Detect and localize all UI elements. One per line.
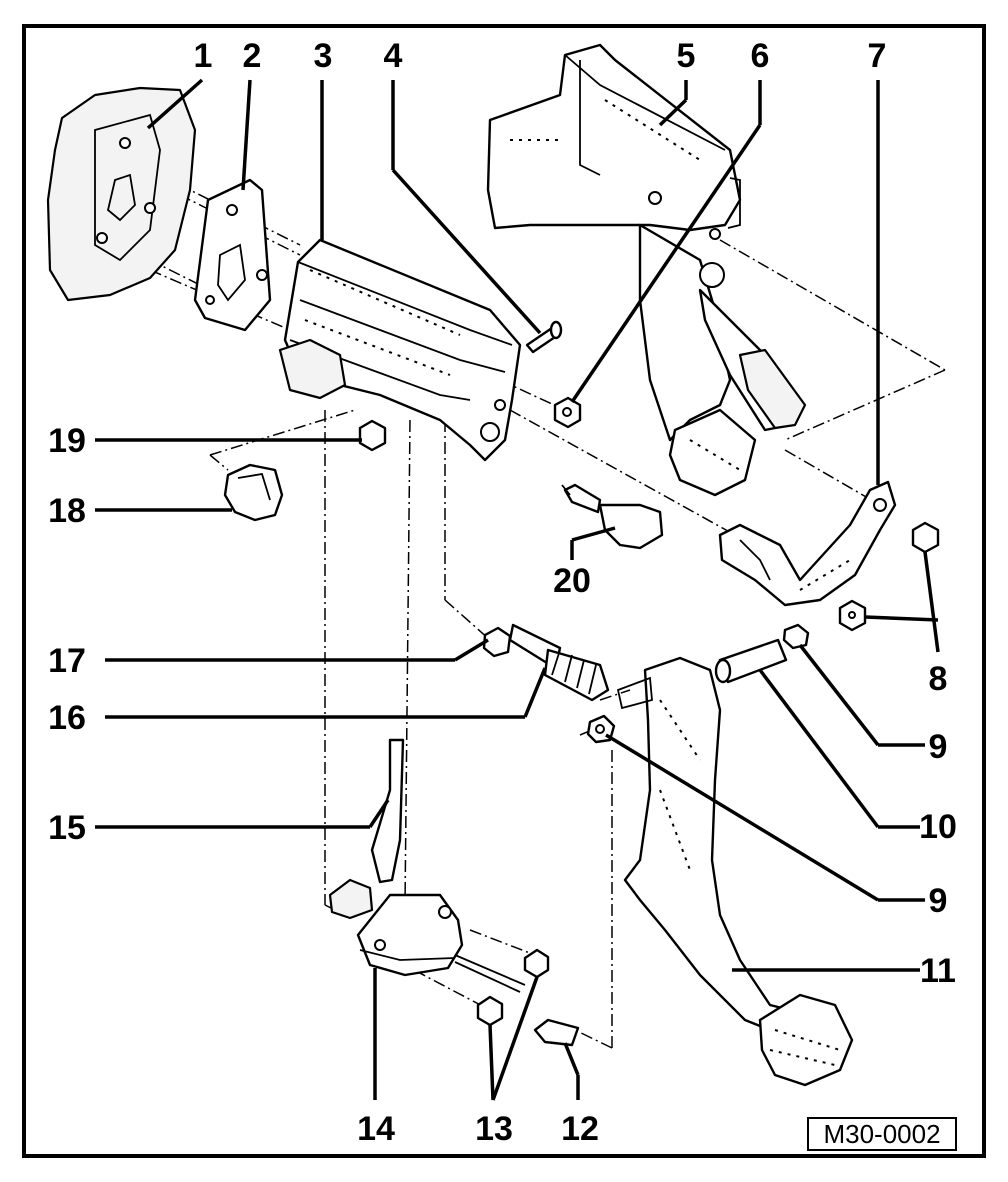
- clip-part: [223, 463, 284, 522]
- callout-9-upper: 9: [929, 728, 948, 766]
- reference-code-box: M30-0002: [807, 1117, 957, 1151]
- bushing-9-part: [586, 623, 810, 744]
- pedal-bracket-arm-part: [718, 480, 897, 607]
- callout-17: 17: [48, 642, 86, 680]
- bolt-part: [525, 320, 563, 354]
- callout-10: 10: [919, 808, 957, 846]
- diagram-frame: [22, 24, 986, 1158]
- callout-3: 3: [314, 37, 333, 75]
- stop-pad-part: [533, 1018, 580, 1047]
- callout-13: 13: [475, 1110, 513, 1148]
- callout-labels: 1 2 3 4 5 6 7 8 9 10 9 11 12 13 14 15 16…: [48, 37, 957, 1148]
- nut-6-part: [553, 396, 582, 429]
- nut-13-part: [476, 948, 550, 1027]
- spring-part: [508, 623, 610, 702]
- callout-1: 1: [194, 37, 213, 75]
- pedal-bracket-housing-part: [278, 238, 522, 462]
- spring-seat-part: [482, 626, 512, 658]
- pivot-sleeve-part: [714, 638, 788, 684]
- callout-15: 15: [48, 809, 86, 847]
- callout-7: 7: [868, 37, 887, 75]
- master-cylinder-part: [328, 878, 526, 993]
- hose-part: [370, 738, 405, 884]
- callout-9-lower: 9: [929, 882, 948, 920]
- bracket-plate-part: [193, 178, 272, 332]
- callout-11: 11: [920, 952, 956, 990]
- callout-12: 12: [561, 1110, 599, 1148]
- callout-19: 19: [48, 422, 86, 460]
- nut-19-part: [358, 419, 387, 452]
- callout-6: 6: [751, 37, 770, 75]
- callout-14: 14: [357, 1110, 395, 1148]
- callout-8: 8: [929, 660, 948, 698]
- callout-20: 20: [553, 562, 591, 600]
- callout-18: 18: [48, 492, 86, 530]
- callout-5: 5: [677, 37, 696, 75]
- switch-part: [561, 483, 664, 550]
- callout-16: 16: [48, 699, 86, 737]
- clutch-pedal-part: [616, 656, 854, 1087]
- leader-lines: [95, 78, 940, 1101]
- bulkhead-panel-part: [46, 86, 197, 302]
- reference-code: M30-0002: [823, 1119, 940, 1149]
- upper-pedal-bracket-part: [486, 43, 807, 497]
- callout-4: 4: [384, 37, 403, 75]
- nut-8-part: [838, 521, 940, 632]
- callout-2: 2: [243, 37, 262, 75]
